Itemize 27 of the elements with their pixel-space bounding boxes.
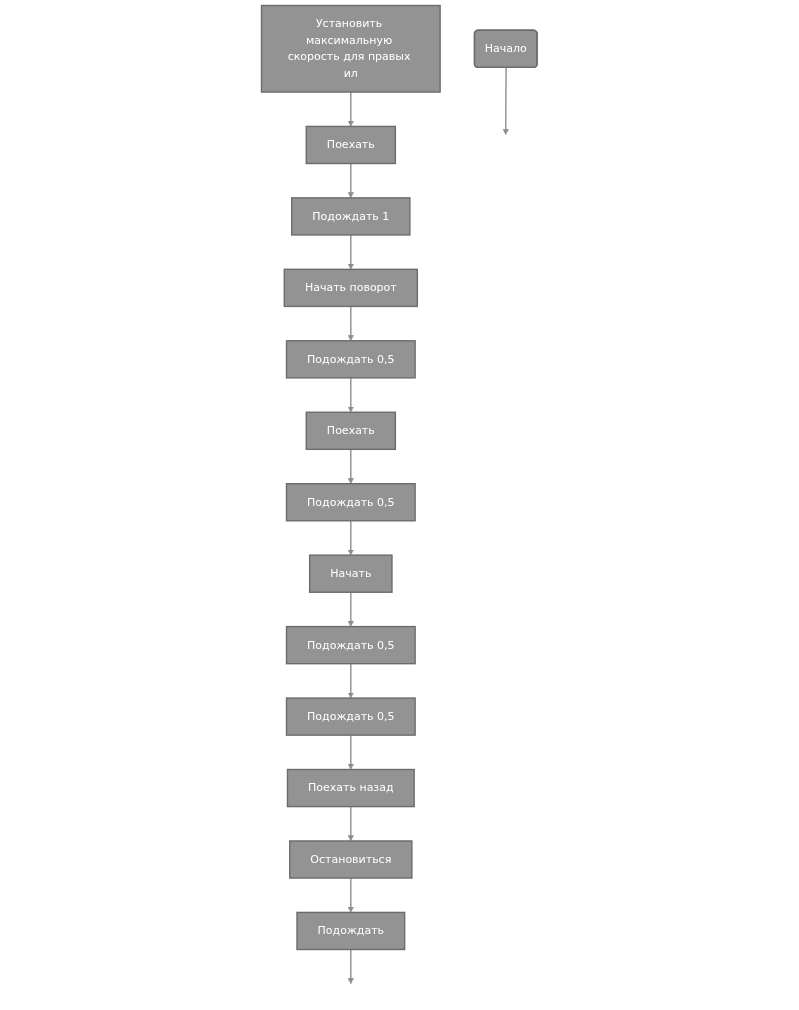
arrow <box>348 234 355 270</box>
arrow <box>348 162 355 199</box>
arrow <box>348 448 355 484</box>
node-box: Подождать <box>296 911 406 951</box>
node-box: Начать поворот <box>283 268 419 308</box>
arrow <box>348 377 355 413</box>
node-box: Установить максимальную скорость для правых ил <box>261 4 441 93</box>
arrow <box>502 67 509 135</box>
arrow <box>348 591 355 627</box>
node-box: Поехать <box>305 125 397 165</box>
node-box: Подождать 0,5 <box>286 697 417 736</box>
node-box: Подождать 0,5 <box>286 340 417 379</box>
arrow <box>348 877 355 913</box>
arrow <box>348 663 355 699</box>
node-box: Поехать назад <box>286 768 416 808</box>
arrow <box>348 520 355 556</box>
arrow <box>348 91 355 127</box>
node-box: Поехать <box>305 411 397 451</box>
node-box: Остановиться <box>289 840 413 879</box>
node-box: Подождать 0,5 <box>286 625 417 665</box>
arrow <box>348 948 355 985</box>
arrow <box>348 805 355 842</box>
node-box: Подождать 0,5 <box>286 483 417 522</box>
arrow <box>348 734 355 770</box>
arrow <box>348 305 355 342</box>
node-box: Подождать 1 <box>291 197 411 236</box>
node-box: Начать <box>309 554 393 593</box>
